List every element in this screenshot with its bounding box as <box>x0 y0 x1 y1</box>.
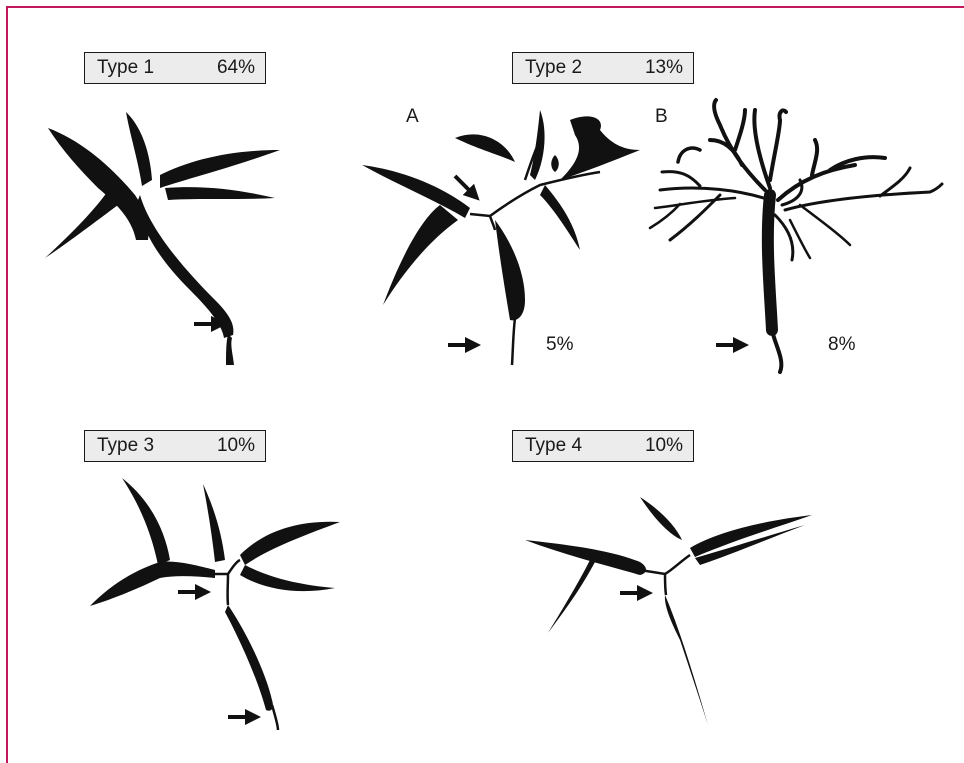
type-4-connector-ducts <box>640 555 690 595</box>
type-3-right-lower-branch <box>240 565 335 591</box>
type-4-common-duct <box>665 595 708 725</box>
type-2b-branch-upper-right <box>778 140 885 200</box>
type-2a-common-duct <box>495 220 525 320</box>
type-1-right-branch-lower <box>165 187 275 200</box>
type-2b-branch-top-left <box>678 148 700 162</box>
type-2a-duct-diagram <box>362 110 640 320</box>
type-1-upper-branch <box>126 112 152 186</box>
type-2b-branch-lower-right <box>790 205 850 258</box>
type-2a-small-bud <box>551 155 559 172</box>
type-2b-duct-diagram <box>650 100 942 372</box>
type-3-right-upper-branch <box>240 522 340 565</box>
type-4-right-branch-upper <box>690 515 812 557</box>
type-2b-trunk <box>768 195 772 330</box>
type-4-duct-diagram <box>525 497 812 725</box>
type-1-distal-duct <box>226 334 234 365</box>
type-2b-branch-top <box>754 110 786 188</box>
type-1-common-duct <box>138 195 233 338</box>
type-3-upper-branch <box>203 484 225 562</box>
type-2a-right-branch <box>560 116 640 180</box>
type-2b-distal-duct <box>772 330 781 372</box>
type-2a-lower-right-branch <box>540 185 580 250</box>
type-1-right-branch-upper <box>160 150 280 188</box>
type-4-upper-branch <box>640 497 682 540</box>
type-2b-branch-right <box>785 168 942 210</box>
type-3-duct-diagram <box>90 478 340 711</box>
type-2b-branch-far-left <box>650 198 735 228</box>
type-1-lower-left-branch <box>45 188 118 258</box>
type-3-upper-left-branch <box>122 478 170 565</box>
type-1-duct-diagram <box>45 112 280 365</box>
type-2a-lower-left-branch <box>383 205 458 305</box>
type-2a-junction-arrow <box>455 176 474 195</box>
type-2a-left-branch <box>362 165 470 218</box>
type-3-left-branch <box>90 562 215 606</box>
type-4-lower-left-branch <box>548 560 595 633</box>
type-3-common-duct <box>225 605 273 711</box>
type-2a-upper-branch <box>455 134 515 162</box>
